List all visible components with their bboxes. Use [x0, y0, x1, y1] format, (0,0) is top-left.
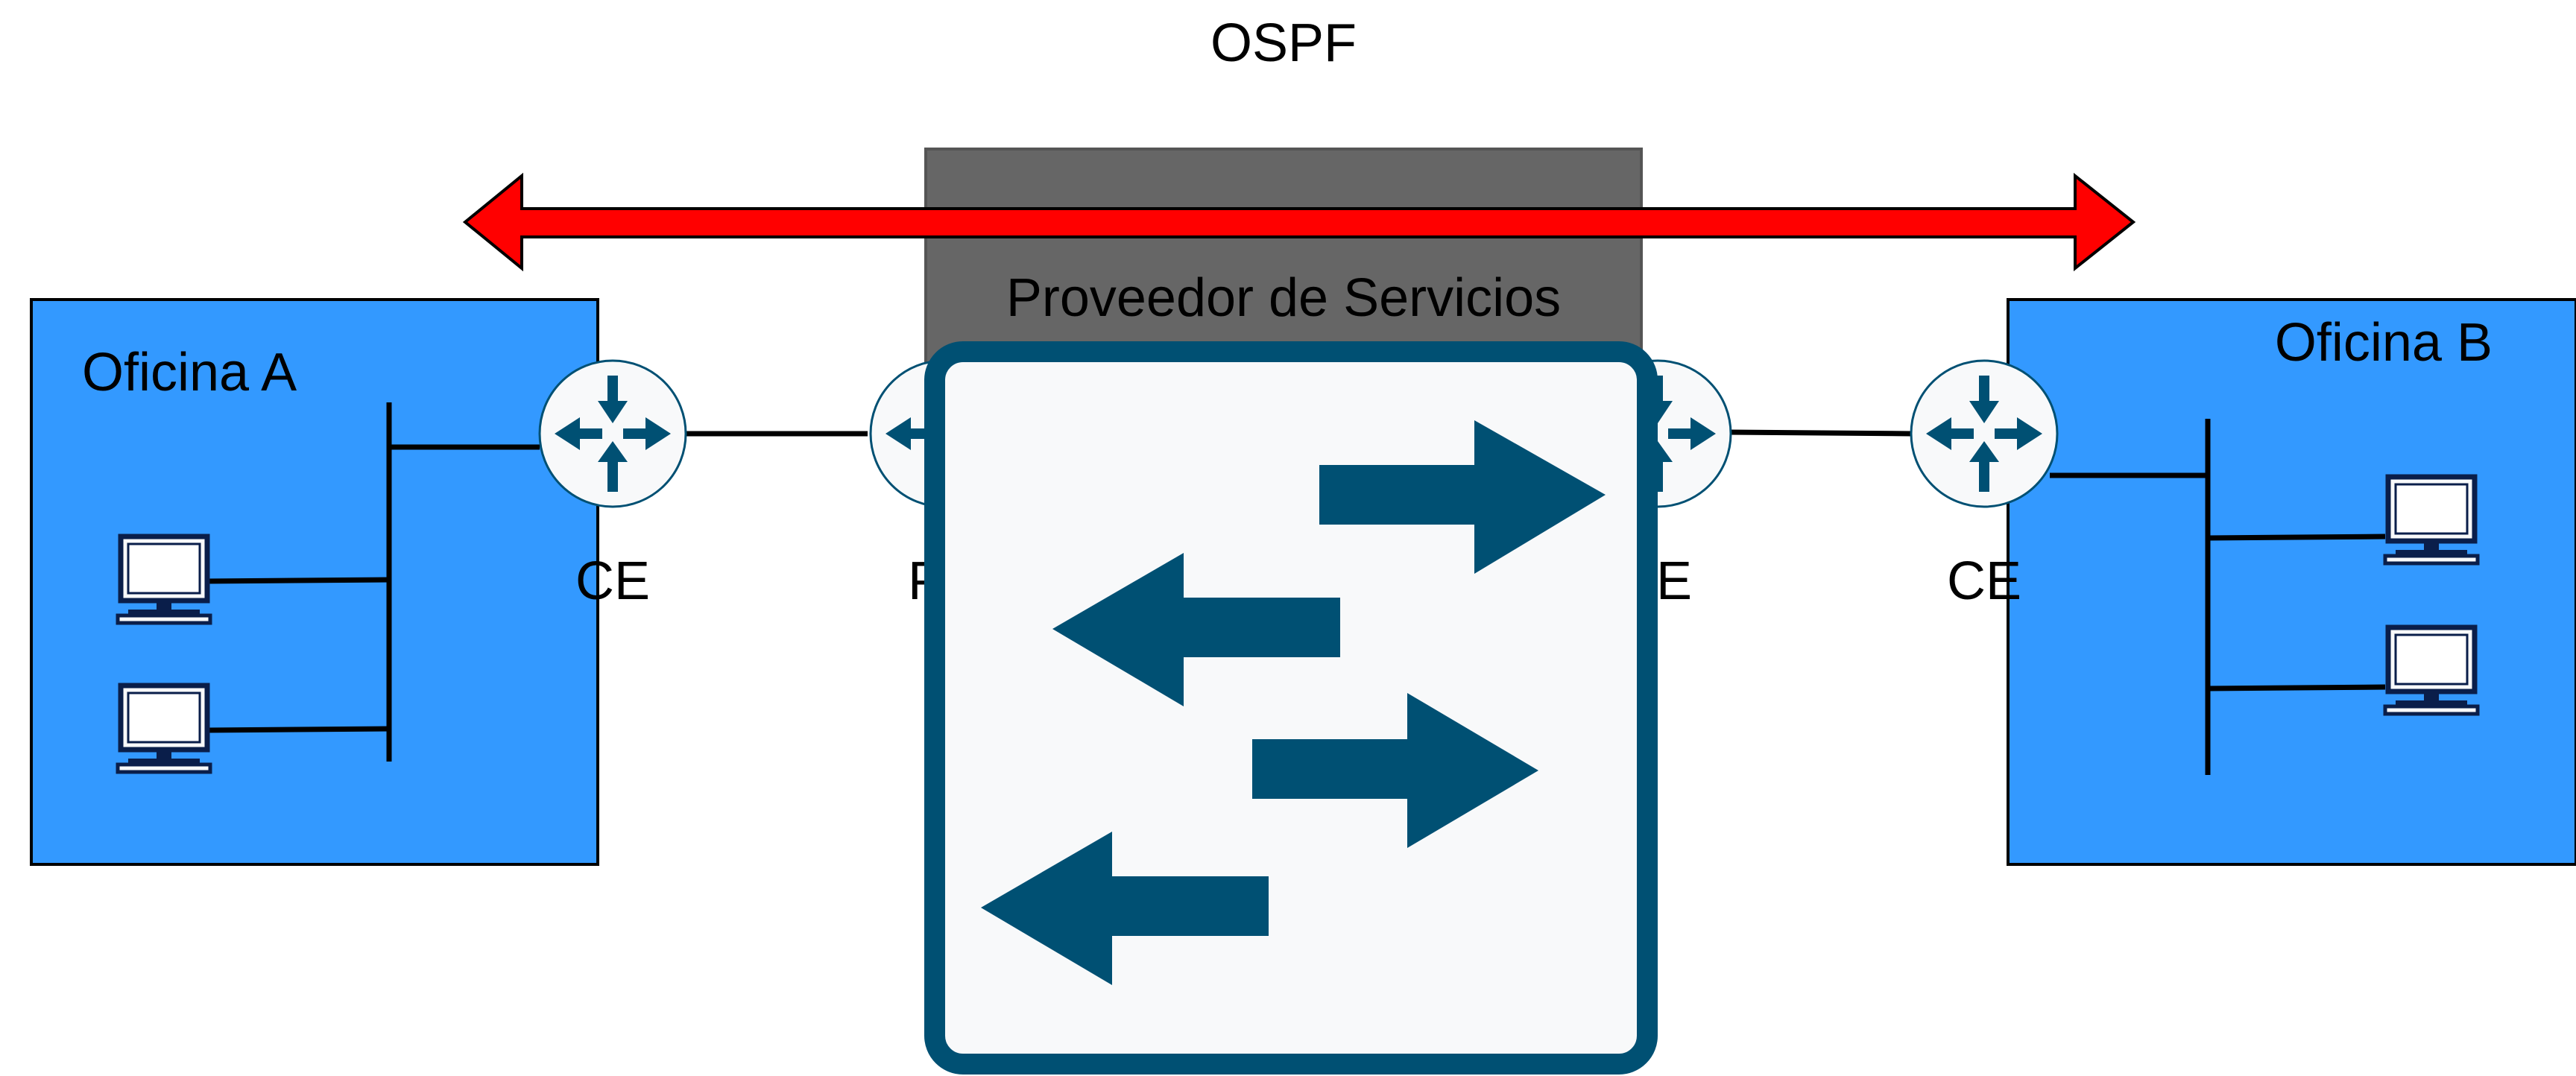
router-icon	[1910, 359, 2059, 508]
ospf-title: OSPF	[1210, 13, 1357, 73]
office-b-lan	[2050, 419, 2386, 775]
office-a-label: Oficina A	[82, 343, 297, 402]
wan-links	[686, 429, 1912, 437]
office-b-box	[2007, 298, 2576, 866]
office-a-lan	[205, 402, 540, 762]
provider-label: Proveedor de Servicios	[1006, 268, 1561, 328]
router-label-pe-right: E	[1656, 551, 1692, 611]
router-icon	[538, 359, 687, 508]
computer-icon	[2385, 627, 2478, 714]
router-label-ce-left: CE	[575, 551, 650, 611]
computer-icon	[2385, 477, 2478, 563]
computer-icon	[118, 537, 210, 623]
switch-icon	[924, 341, 1658, 1075]
double-arrow-icon	[462, 172, 2136, 272]
router-label-ce-right: CE	[1947, 551, 2021, 611]
computer-icon	[118, 686, 210, 772]
office-b-label: Oficina B	[2275, 313, 2493, 373]
